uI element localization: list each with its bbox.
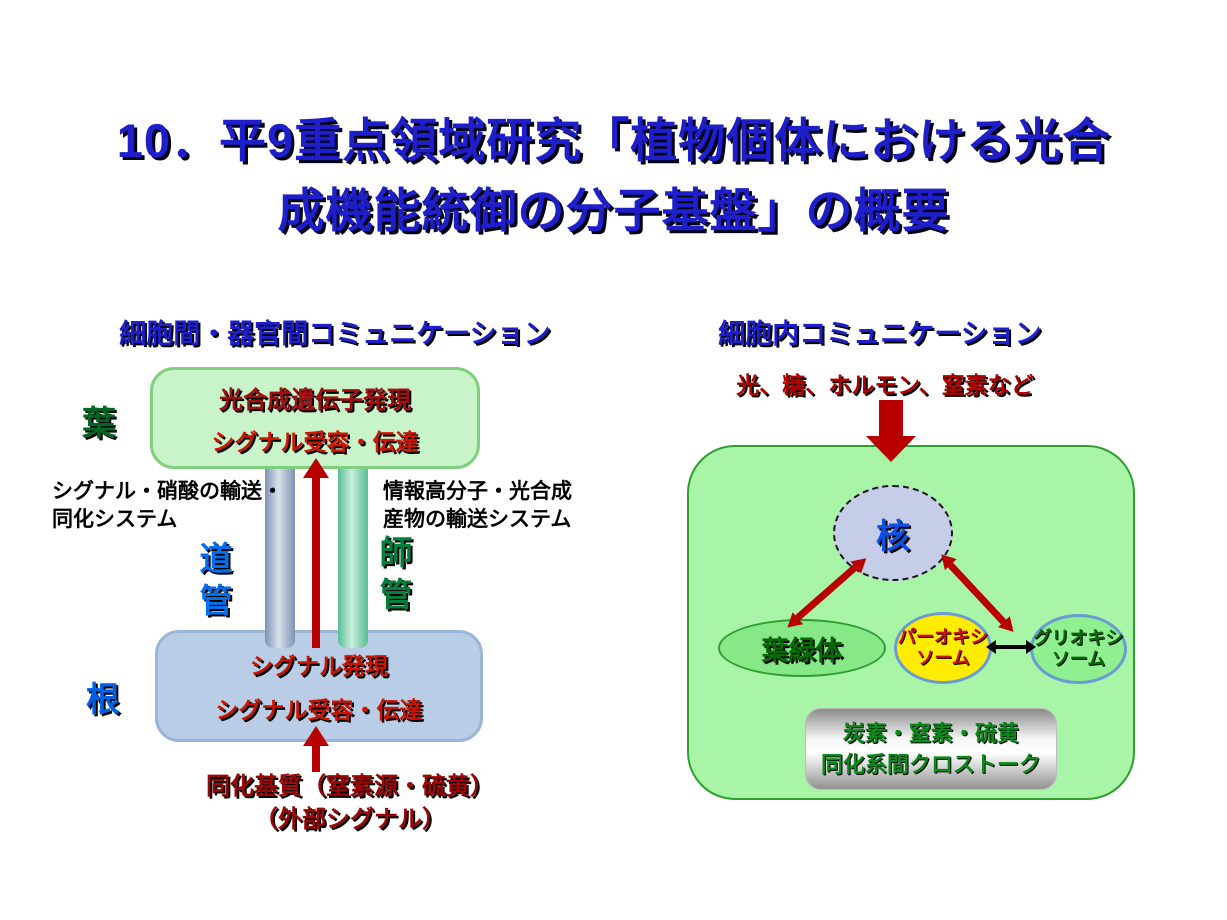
external-signal-caption-line2: （外部シグナル） (254, 806, 446, 833)
xylem-pillar (265, 452, 295, 648)
page-title-line1: 10．平9重点領域研究「植物個体における光合 (116, 114, 1111, 167)
peroxisome-label-line1: パーオキシ (898, 627, 988, 647)
phloem-label: 師管 (379, 534, 413, 613)
page-title: 10．平9重点領域研究「植物個体における光合 成機能統御の分子基盤」の概要 (0, 106, 1227, 246)
root-box: シグナル発現 シグナル受容・伝達 (155, 630, 483, 742)
leaf-label: 葉 (82, 405, 116, 443)
root-box-line2: シグナル受容・伝達 (215, 697, 423, 723)
phloem-pillar (338, 452, 368, 648)
xylem-note-line1: シグナル・硝酸の輸送・ (52, 480, 283, 503)
root-to-leaf-signal-arrowhead-icon (303, 458, 329, 478)
nucleus-label: 核 (876, 517, 910, 556)
phloem-note: 情報高分子・光合成 産物の輸送システム (383, 478, 623, 534)
peroxisome-glyoxysome-arrow (986, 640, 1036, 654)
external-signal-caption: 同化基質（窒素源・硫黄） （外部シグナル） (150, 770, 550, 836)
xylem-label: 道管 (199, 540, 233, 619)
external-signal-arrowhead-icon (303, 726, 329, 746)
root-box-line1: シグナル発現 (250, 653, 388, 679)
external-signal-arrow (312, 744, 320, 772)
root-to-leaf-signal-arrow (312, 476, 320, 648)
root-label: 根 (86, 681, 120, 719)
crosstalk-line1: 炭素・窒素・硫黄 (842, 721, 1019, 746)
external-signal-caption-line1: 同化基質（窒素源・硫黄） (206, 773, 494, 800)
phloem-note-line2: 産物の輸送システム (383, 508, 572, 531)
phloem-note-line1: 情報高分子・光合成 (383, 480, 572, 503)
crosstalk-line2: 同化系間クロストーク (820, 752, 1041, 777)
peroxisome-label-line2: ソーム (916, 648, 970, 668)
glyoxysome-label-line2: ソーム (1051, 649, 1106, 669)
chloroplast-label: 葉緑体 (761, 635, 843, 666)
stimuli-down-arrow (879, 400, 903, 438)
crosstalk-box: 炭素・窒素・硫黄 同化系間クロストーク (805, 708, 1057, 790)
xylem-note: シグナル・硝酸の輸送・ 同化システム (52, 478, 302, 534)
glyoxysome: グリオキシ ソーム (1030, 614, 1127, 684)
peroxisome: パーオキシ ソーム (894, 612, 992, 684)
page-title-line2: 成機能統御の分子基盤」の概要 (277, 184, 950, 237)
right-diagram-header: 細胞内コミュニケーション (718, 319, 1042, 349)
xylem-note-line2: 同化システム (52, 508, 178, 531)
left-diagram-header: 細胞間・器官間コミュニケーション (119, 319, 551, 349)
glyoxysome-label-line1: グリオキシ (1033, 628, 1124, 648)
stimuli-down-arrowhead-icon (866, 436, 916, 462)
leaf-box-line2: シグナル受容・伝達 (211, 428, 419, 455)
nucleus: 核 (833, 485, 953, 581)
chloroplast: 葉緑体 (718, 619, 886, 677)
leaf-box-line1: 光合成遺伝子発現 (219, 386, 411, 414)
stimuli-caption: 光、糖、ホルモン、窒素など (736, 372, 1034, 398)
leaf-box: 光合成遺伝子発現 シグナル受容・伝達 (150, 367, 480, 469)
